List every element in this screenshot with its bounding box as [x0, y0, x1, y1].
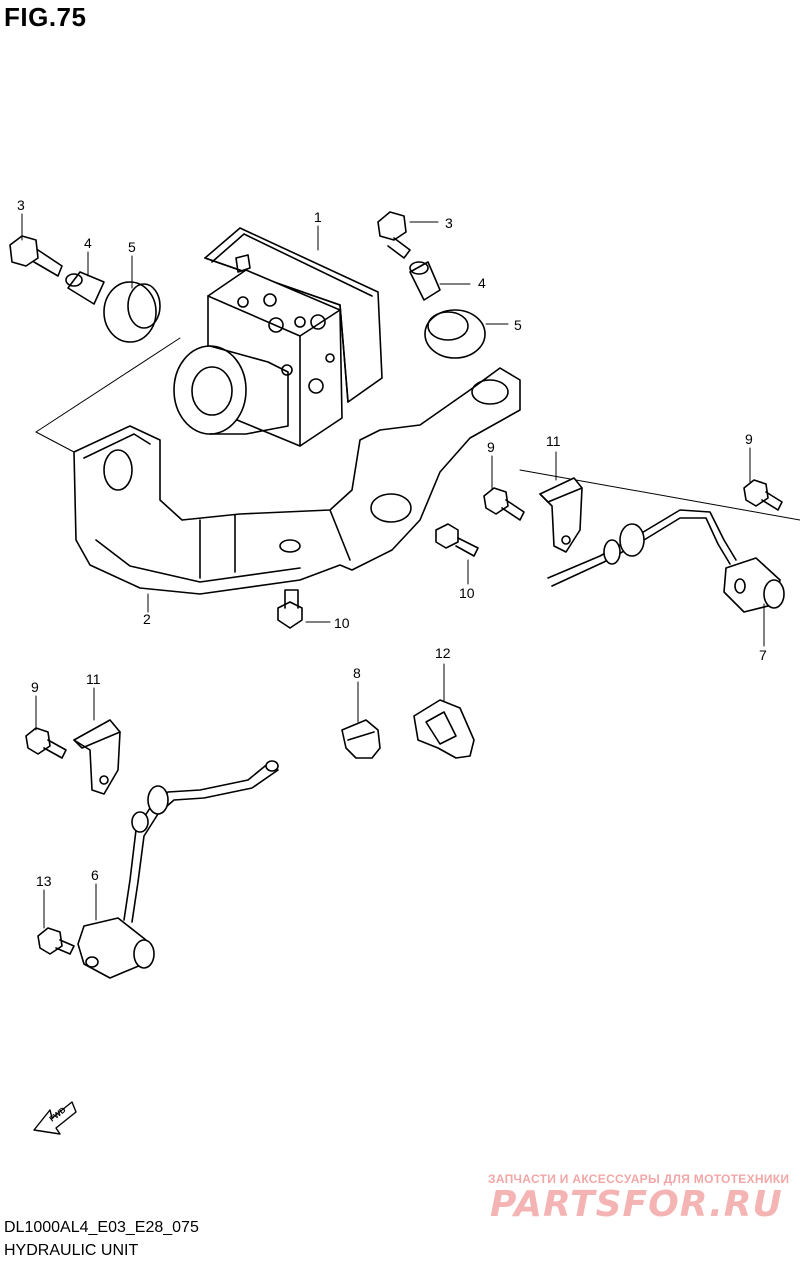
- watermark-brand[interactable]: PARTSFOR.RU: [490, 1184, 783, 1225]
- callout-3-left: 3: [17, 197, 25, 213]
- callout-6: 6: [91, 867, 99, 883]
- grommet-5-left: [103, 281, 161, 343]
- bracket: [73, 367, 521, 595]
- fwd-arrow-icon: [33, 1101, 77, 1135]
- bolt-9-lower-left: [25, 727, 67, 759]
- bolt-3-left: [9, 235, 63, 277]
- bolt-3-right: [377, 211, 411, 259]
- grommet-5-right: [424, 309, 486, 359]
- callout-9-upper-mid: 9: [487, 439, 495, 455]
- bolt-9-upper-mid: [483, 487, 525, 521]
- callout-9-lower-left: 9: [31, 679, 39, 695]
- callout-7: 7: [759, 647, 767, 663]
- watermark-tagline: ЗАПЧАСТИ И АКСЕССУАРЫ ДЛЯ МОТОТЕХНИКИ: [488, 1172, 790, 1186]
- callout-10-lower: 10: [334, 615, 350, 631]
- callout-4-right: 4: [478, 275, 486, 291]
- front-wheel-sensor-7: [547, 509, 785, 613]
- rear-wheel-sensor-6: [77, 760, 279, 979]
- bolt-10-upper: [435, 523, 479, 557]
- callout-10-upper: 10: [459, 585, 475, 601]
- clamp-12: [413, 699, 475, 759]
- callout-1: 1: [314, 209, 322, 225]
- callout-11-lower: 11: [86, 671, 101, 687]
- callout-12: 12: [435, 645, 451, 661]
- callout-8: 8: [353, 665, 361, 681]
- model-code: DL1000AL4_E03_E28_075: [4, 1219, 199, 1236]
- callout-4-left: 4: [84, 235, 92, 251]
- callout-11-upper: 11: [546, 433, 561, 449]
- callout-5-left: 5: [128, 239, 136, 255]
- leader-lines: [21, 213, 765, 929]
- callout-13: 13: [36, 873, 52, 889]
- collar-4-left: [65, 271, 105, 305]
- bolt-10-lower: [277, 589, 303, 629]
- bolt-13: [37, 927, 75, 955]
- figure-name: HYDRAULIC UNIT: [4, 1242, 139, 1259]
- callout-9-upper-right: 9: [745, 431, 753, 447]
- bolt-9-upper-right: [743, 479, 783, 511]
- collar-4-right: [409, 261, 441, 301]
- figure-title: FIG.75: [4, 2, 87, 32]
- callout-5-right: 5: [514, 317, 522, 333]
- clip-8: [341, 719, 381, 759]
- callout-3-right: 3: [445, 215, 453, 231]
- clamp-11-upper: [539, 477, 583, 553]
- hydraulic-unit: [173, 227, 383, 447]
- clamp-11-lower: [73, 719, 121, 795]
- callout-2: 2: [143, 611, 151, 627]
